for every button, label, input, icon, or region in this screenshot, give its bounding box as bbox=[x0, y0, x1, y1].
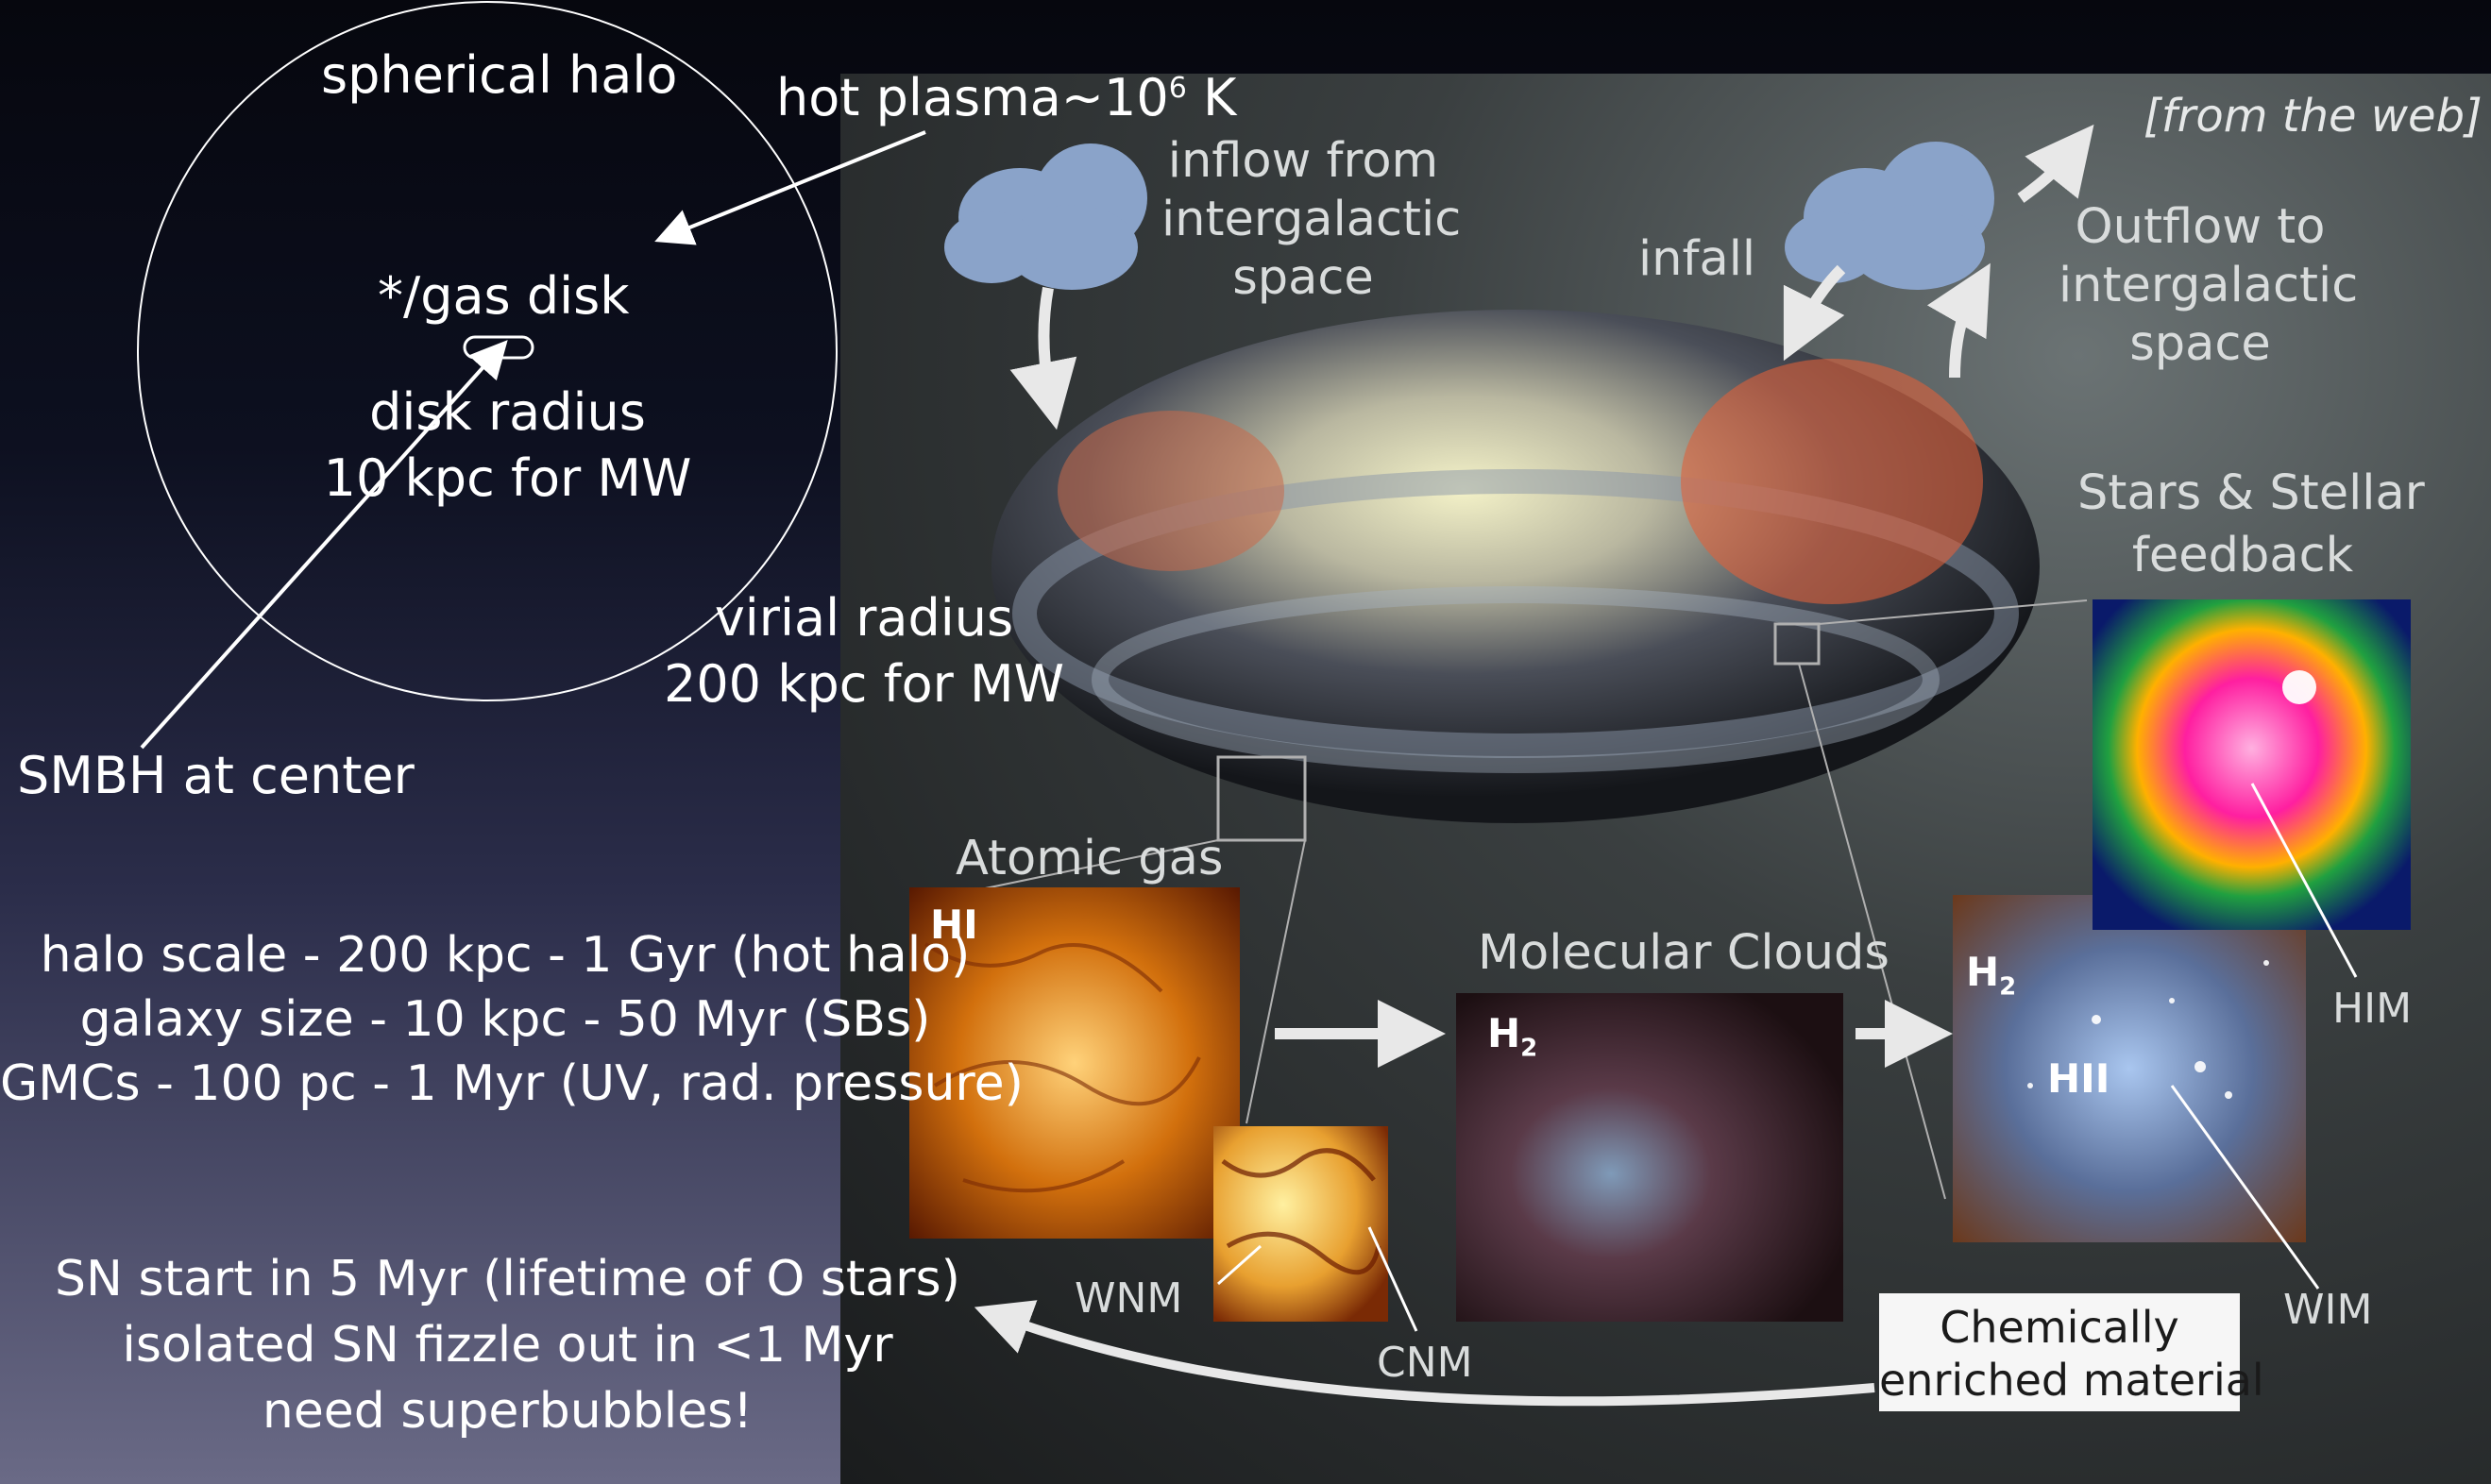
source-note: [from the web] bbox=[2144, 90, 2483, 143]
gas-disk-label: */gas disk bbox=[378, 266, 630, 326]
wim-label: WIM bbox=[2283, 1286, 2372, 1334]
chem-enriched-label: Chemically enriched material bbox=[1879, 1301, 2240, 1407]
h2-label-molecular: H2 bbox=[1487, 1010, 1537, 1062]
outflow-label: Outflow to intergalactic space bbox=[2059, 198, 2342, 374]
cnm-label: CNM bbox=[1377, 1339, 1473, 1387]
gas-disk-shape bbox=[465, 337, 533, 358]
disk-radius-label: disk radius 10 kpc for MW bbox=[288, 379, 727, 512]
spherical-halo-label: spherical halo bbox=[321, 45, 677, 105]
disk-radius-line-1: disk radius bbox=[288, 379, 727, 446]
inflow-line-2: intergalactic bbox=[1161, 191, 1445, 249]
virial-radius-line-1: virial radius bbox=[661, 585, 1067, 651]
inflow-line-1: inflow from bbox=[1161, 132, 1445, 191]
outflow-line-1: Outflow to bbox=[2059, 198, 2342, 257]
cloud-outflow bbox=[1785, 142, 1994, 290]
scale-halo: halo scale - 200 kpc - 1 Gyr (hot halo) bbox=[0, 923, 1010, 987]
stars-feedback-line-2: feedback bbox=[2077, 525, 2408, 587]
outflow-line-3: space bbox=[2059, 315, 2342, 374]
infall-label: infall bbox=[1638, 231, 1755, 287]
sn-line-1: SN start in 5 Myr (lifetime of O stars) bbox=[28, 1246, 987, 1312]
h2-molecular-h: H bbox=[1487, 1010, 1520, 1056]
chem-line-1: Chemically bbox=[1879, 1301, 2240, 1354]
h2-hii-sub: 2 bbox=[1999, 972, 2016, 1001]
inflow-arrow bbox=[1043, 288, 1050, 396]
him-image bbox=[2093, 599, 2411, 930]
scale-list: halo scale - 200 kpc - 1 Gyr (hot halo) … bbox=[0, 923, 1010, 1116]
him-label: HIM bbox=[2332, 985, 2412, 1033]
hot-plasma-exponent: 6 bbox=[1169, 72, 1187, 105]
sn-line-2: isolated SN fizzle out in <1 Myr bbox=[28, 1312, 987, 1378]
hot-plasma-unit: K bbox=[1187, 68, 1237, 127]
wnm-label: WNM bbox=[1075, 1274, 1182, 1323]
sn-notes: SN start in 5 Myr (lifetime of O stars) … bbox=[28, 1246, 987, 1444]
h2-molecular-sub: 2 bbox=[1520, 1034, 1537, 1062]
smbh-label: SMBH at center bbox=[17, 746, 415, 805]
atomic-gas-label: Atomic gas bbox=[956, 831, 1224, 886]
galaxy-starburst-left bbox=[1058, 411, 1284, 571]
scale-gmcs: GMCs - 100 pc - 1 Myr (UV, rad. pressure… bbox=[0, 1052, 1010, 1116]
disk-radius-line-2: 10 kpc for MW bbox=[288, 446, 727, 512]
outflow-line-2: intergalactic bbox=[2059, 257, 2342, 315]
virial-radius-label: virial radius 200 kpc for MW bbox=[661, 585, 1067, 717]
inflow-line-3: space bbox=[1161, 249, 1445, 308]
chem-line-2: enriched material bbox=[1879, 1354, 2240, 1407]
stars-feedback-line-1: Stars & Stellar bbox=[2077, 463, 2408, 525]
stars-feedback-label: Stars & Stellar feedback bbox=[2077, 463, 2408, 587]
sn-line-3: need superbubbles! bbox=[28, 1378, 987, 1444]
molecular-clouds-label: Molecular Clouds bbox=[1478, 925, 1889, 981]
scale-galaxy: galaxy size - 10 kpc - 50 Myr (SBs) bbox=[0, 987, 1010, 1052]
hii-label: HII bbox=[2047, 1055, 2110, 1102]
h2-hii-h: H bbox=[1966, 949, 1999, 995]
inflow-label: inflow from intergalactic space bbox=[1161, 132, 1445, 308]
hii-region-image bbox=[1953, 895, 2306, 1242]
h2-label-hii-region: H2 bbox=[1966, 949, 2016, 1001]
hot-plasma-text: hot plasma~10 bbox=[776, 68, 1169, 127]
outflow-arrow-out bbox=[2021, 151, 2073, 198]
outflow-arrow-up bbox=[1955, 293, 1974, 378]
virial-radius-line-2: 200 kpc for MW bbox=[661, 651, 1067, 717]
hot-plasma-label: hot plasma~106 K bbox=[776, 68, 1236, 127]
plasma-arrow bbox=[669, 132, 925, 236]
cloud-inflow bbox=[944, 143, 1147, 290]
galaxy-starburst-right bbox=[1681, 359, 1983, 604]
cnm-image bbox=[1213, 1126, 1388, 1322]
